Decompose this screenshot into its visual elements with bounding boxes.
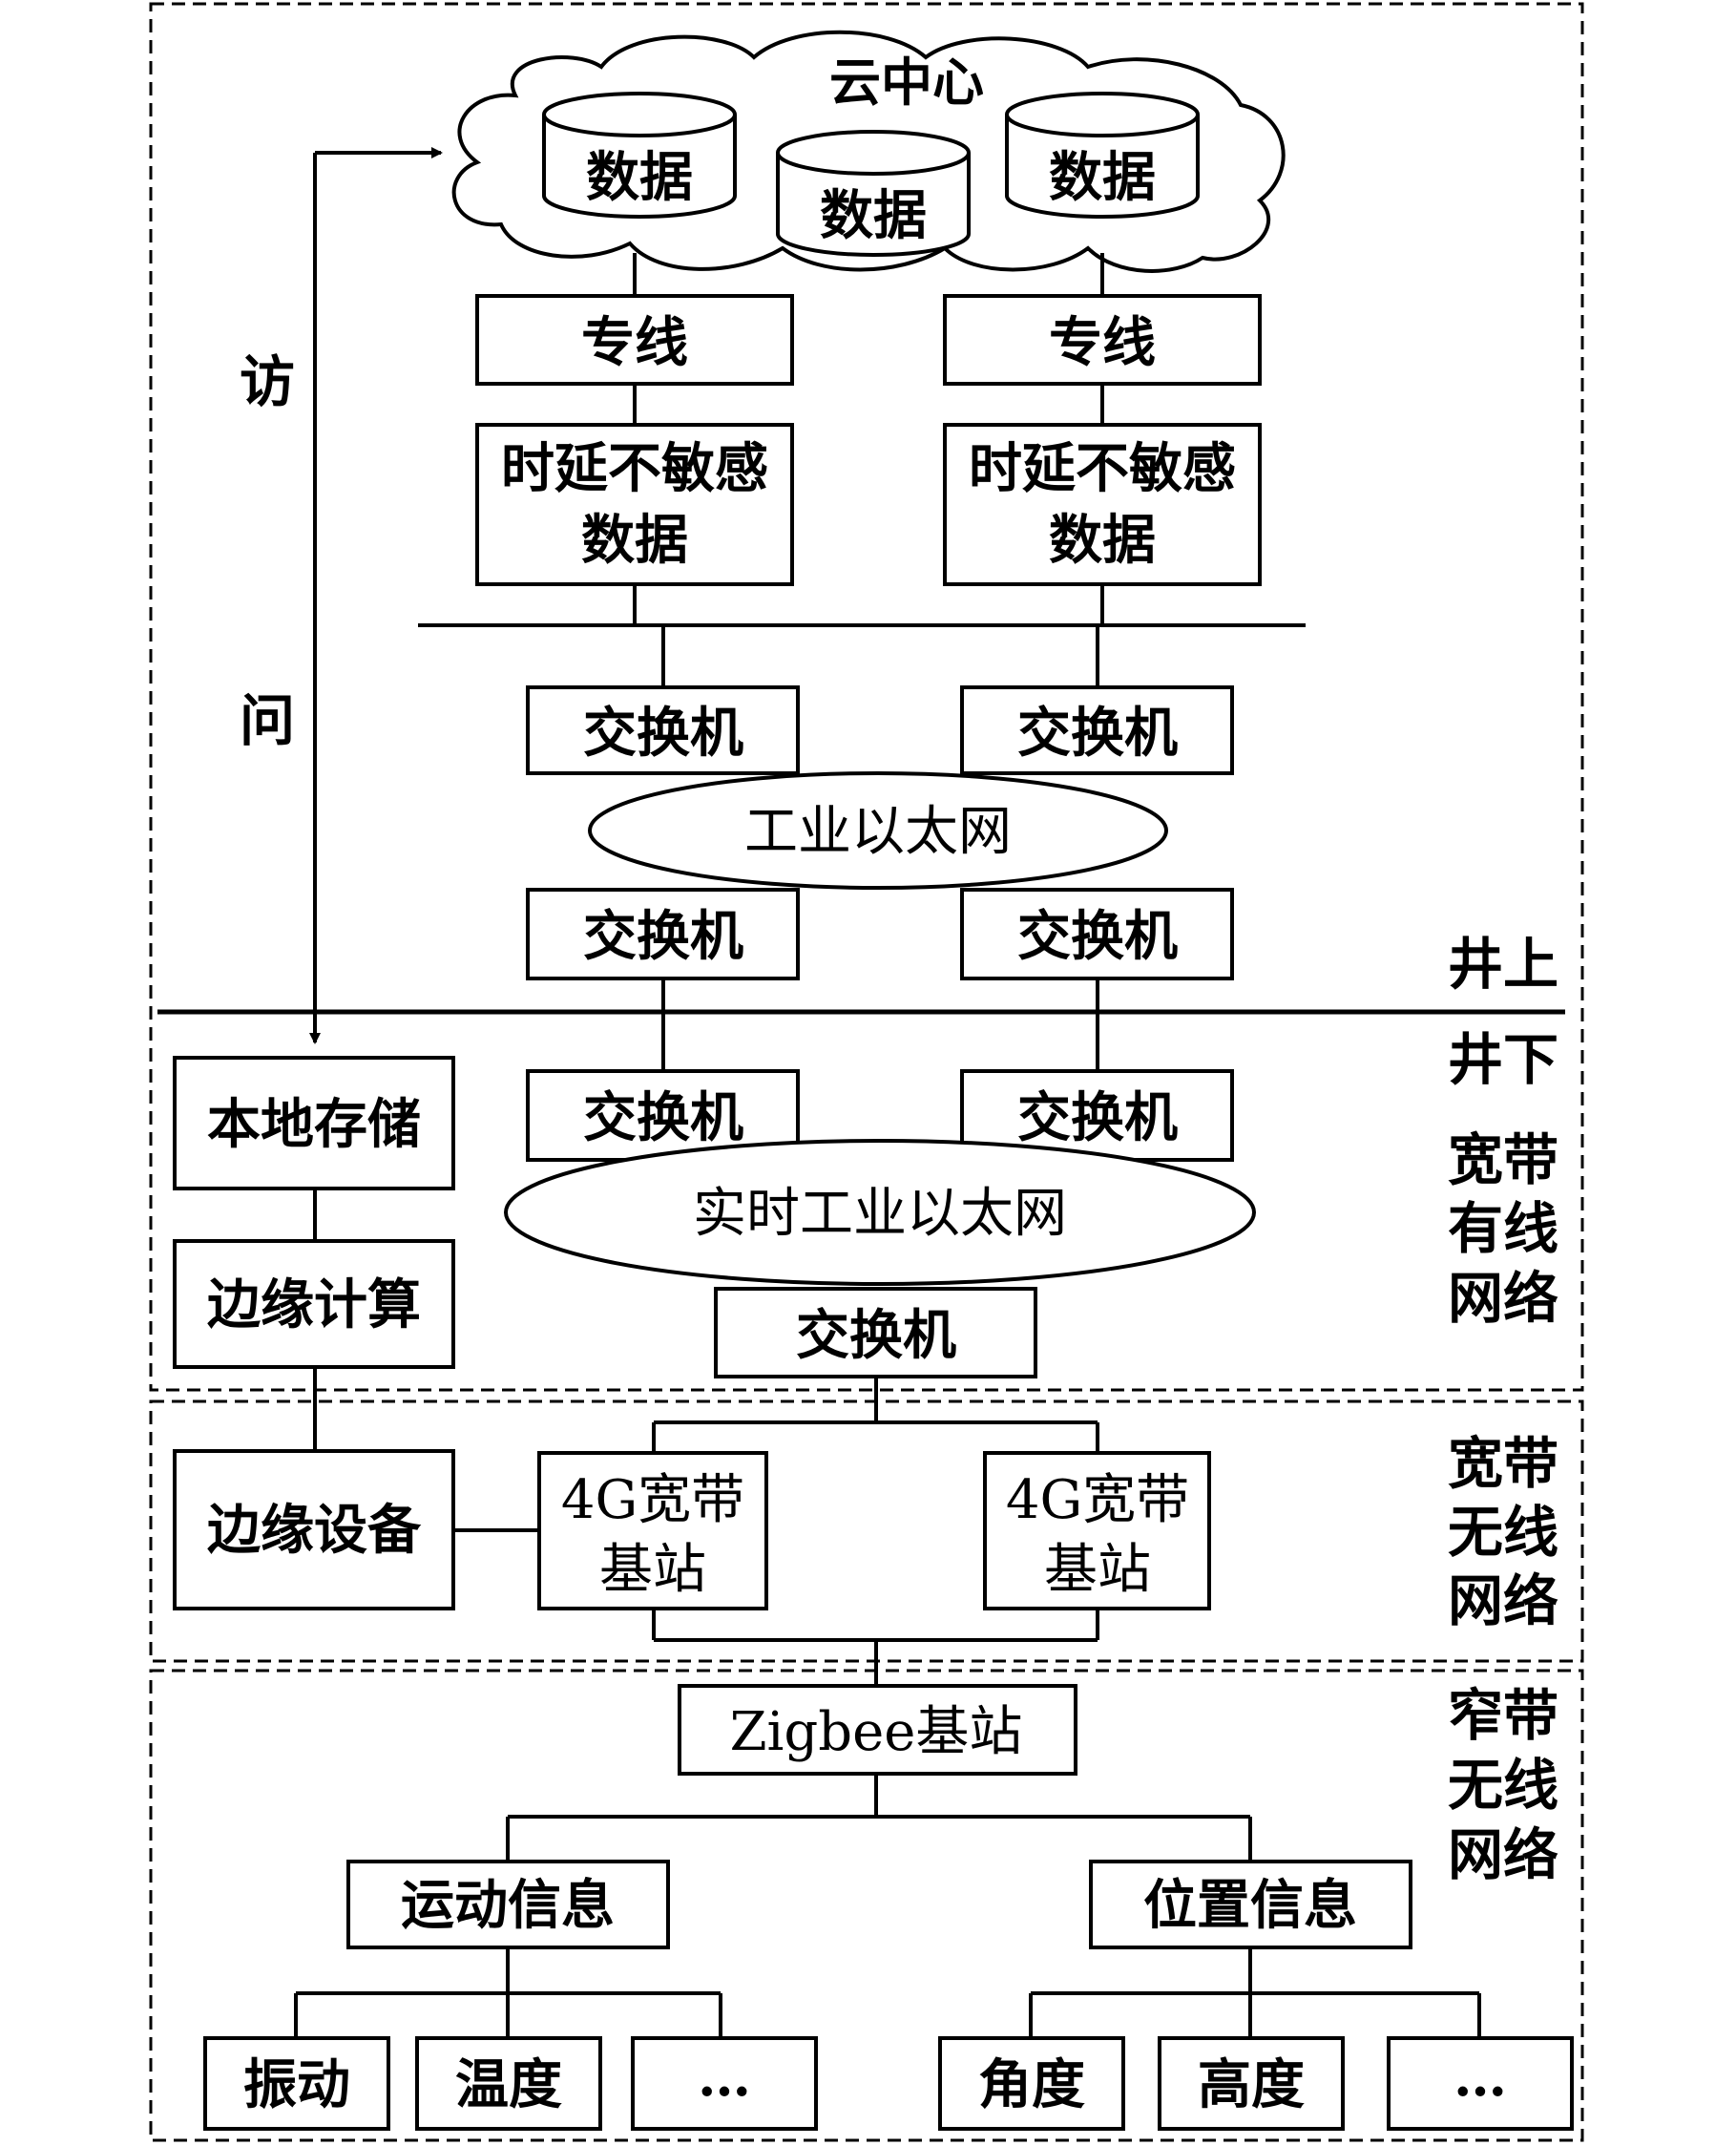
delay-insensitive-line1-1: 时延不敏感: [501, 437, 768, 500]
position-info-box: 位置信息: [1089, 1860, 1412, 1949]
sensor-box-vibration: 振动: [203, 2036, 390, 2131]
industrial-ethernet-label: 工业以太网: [744, 801, 1012, 863]
sensor-box-height: 高度: [1158, 2036, 1345, 2131]
base-station-box-1: 4G宽带 基站: [537, 1451, 768, 1610]
zone-narrowband-wireless-frame: [149, 1669, 1584, 2142]
edge-compute-label: 边缘计算: [207, 1273, 421, 1336]
realtime-ethernet-ellipse: [504, 1139, 1256, 1286]
zone-label-below: 井下: [1448, 1027, 1558, 1092]
zone-label-above: 井上: [1448, 932, 1558, 997]
delay-insensitive-box-2: 时延不敏感 数据: [943, 423, 1262, 586]
base-station-line2-1: 基站: [599, 1539, 706, 1601]
dedicated-line-label-1: 专线: [581, 311, 688, 374]
access-label-1: 访: [240, 349, 295, 414]
database-label-1: 数据: [586, 146, 693, 209]
dedicated-line-label-2: 专线: [1049, 311, 1156, 374]
zigbee-label: Zigbee基站: [730, 1701, 1023, 1763]
zone-label-wireless-narrow-1: 窄带: [1448, 1683, 1558, 1748]
switch-label-1: 交换机: [583, 702, 743, 765]
zone-label-wireless-narrow-3: 网络: [1448, 1822, 1558, 1887]
zone-label-wireless-broad-2: 无线: [1448, 1500, 1558, 1565]
access-arrow: [309, 147, 443, 1044]
zone-label-wireless-broad-3: 网络: [1448, 1568, 1558, 1633]
switch-box-4: 交换机: [960, 888, 1234, 980]
database-label-3: 数据: [1049, 146, 1156, 209]
realtime-ethernet-label: 实时工业以太网: [693, 1183, 1067, 1245]
delay-insensitive-box-1: 时延不敏感 数据: [475, 423, 794, 586]
switch-label-2: 交换机: [1017, 702, 1178, 765]
zone-wired-frame: [149, 2, 1584, 1392]
local-storage-box: 本地存储: [173, 1056, 455, 1190]
sensor-box-angle: 角度: [938, 2036, 1125, 2131]
zone-broadband-wireless-frame: [149, 1399, 1584, 1663]
switch-box-3: 交换机: [526, 888, 800, 980]
access-label-2: 问: [240, 688, 295, 753]
sensor-label-angle: 角度: [978, 2053, 1085, 2116]
dedicated-line-box-2: 专线: [943, 294, 1262, 386]
sensor-box-temperature: 温度: [415, 2036, 602, 2131]
switch-label-5: 交换机: [583, 1086, 743, 1149]
edge-device-label: 边缘设备: [207, 1499, 422, 1562]
base-station-line2-2: 基站: [1044, 1539, 1151, 1601]
sensor-label-vibration: 振动: [243, 2053, 350, 2116]
sensor-label-more-position: …: [1454, 2046, 1507, 2109]
switch-label-central: 交换机: [796, 1304, 956, 1367]
zigbee-box: Zigbee基站: [678, 1684, 1077, 1776]
switch-box-1: 交换机: [526, 685, 800, 775]
zone-label-wired-2: 有线: [1448, 1196, 1558, 1261]
industrial-ethernet-ellipse: [588, 771, 1168, 890]
delay-insensitive-line1-2: 时延不敏感: [969, 437, 1236, 500]
switch-box-2: 交换机: [960, 685, 1234, 775]
database-label-2: 数据: [820, 184, 927, 247]
local-storage-label: 本地存储: [207, 1093, 421, 1156]
motion-info-box: 运动信息: [346, 1860, 670, 1949]
cloud-database-2: [776, 130, 971, 257]
zone-label-wireless-broad-1: 宽带: [1448, 1431, 1558, 1496]
edge-compute-box: 边缘计算: [173, 1239, 455, 1369]
zone-label-wired-1: 宽带: [1448, 1127, 1558, 1192]
cloud-title: 云中心: [829, 52, 984, 113]
zone-label-wireless-narrow-2: 无线: [1448, 1753, 1558, 1818]
cloud-database-3: [1005, 92, 1200, 219]
base-station-box-2: 4G宽带 基站: [983, 1451, 1211, 1610]
zone-label-wired-3: 网络: [1448, 1266, 1558, 1331]
switch-label-3: 交换机: [583, 905, 743, 968]
base-station-line1-2: 4G宽带: [1006, 1469, 1189, 1531]
cloud-database-1: [542, 92, 737, 219]
motion-info-label: 运动信息: [401, 1874, 615, 1937]
edge-device-box: 边缘设备: [173, 1449, 455, 1610]
dedicated-line-box-1: 专线: [475, 294, 794, 386]
connector-lines: [294, 253, 1481, 2038]
sensor-label-height: 高度: [1198, 2053, 1305, 2116]
switch-label-6: 交换机: [1017, 1086, 1178, 1149]
sensor-label-temperature: 温度: [455, 2053, 562, 2116]
position-info-label: 位置信息: [1143, 1874, 1357, 1937]
switch-label-4: 交换机: [1017, 905, 1178, 968]
delay-insensitive-line2-2: 数据: [1049, 509, 1156, 572]
switch-box-central: 交换机: [714, 1287, 1037, 1378]
sensor-box-more-motion: …: [631, 2036, 818, 2131]
base-station-line1-1: 4G宽带: [561, 1469, 744, 1531]
sensor-label-more-motion: …: [698, 2046, 751, 2109]
sensor-box-more-position: …: [1387, 2036, 1574, 2131]
delay-insensitive-line2-1: 数据: [581, 509, 688, 572]
